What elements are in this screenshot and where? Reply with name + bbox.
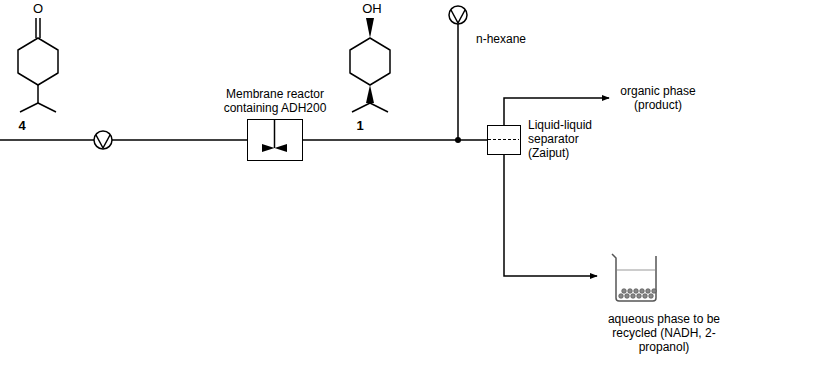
wedge-bond bbox=[366, 85, 374, 103]
solvent-label: n-hexane bbox=[476, 32, 526, 47]
compound-number: 1 bbox=[356, 118, 363, 133]
cyclohexane-ring bbox=[350, 38, 390, 85]
node-label: organic phase (product) bbox=[612, 84, 704, 112]
flow-line bbox=[303, 139, 487, 141]
isopropyl-group bbox=[352, 103, 388, 112]
flow-line bbox=[504, 155, 597, 276]
liquid-separator: Liquid-liquid separator (Zaiput) bbox=[487, 125, 521, 155]
isopropyl-bond bbox=[37, 85, 39, 103]
feed-line bbox=[0, 139, 94, 141]
carbonyl-bond bbox=[35, 18, 37, 38]
cyclohexane-ring bbox=[18, 38, 58, 85]
node-label: Membrane reactor containing ADH200 bbox=[215, 87, 335, 115]
node-label: aqueous phase to be recycled (NADH, 2-pr… bbox=[598, 312, 730, 354]
stirrer-symbol bbox=[248, 120, 301, 159]
node-label: Liquid-liquid separator (Zaiput) bbox=[528, 118, 612, 160]
membrane-reactor: Membrane reactor containing ADH200 bbox=[247, 119, 303, 161]
pump-symbol bbox=[96, 135, 110, 148]
membrane-line bbox=[488, 126, 519, 153]
isopropyl-group bbox=[20, 103, 56, 112]
atom-label: O bbox=[33, 1, 43, 16]
hexane-line bbox=[457, 24, 459, 140]
pump-symbol bbox=[94, 131, 112, 149]
compound-number: 4 bbox=[18, 118, 25, 133]
pump-symbol bbox=[449, 6, 467, 24]
atom-label: OH bbox=[362, 1, 382, 16]
feed-line bbox=[112, 139, 247, 141]
wedge-bond bbox=[366, 18, 374, 38]
pump-symbol bbox=[451, 10, 465, 23]
organic-outlet: organic phase (product) bbox=[612, 84, 704, 112]
aqueous-outlet: aqueous phase to be recycled (NADH, 2-pr… bbox=[598, 250, 730, 354]
carbonyl-bond bbox=[39, 18, 41, 38]
beaker-icon bbox=[608, 250, 664, 304]
